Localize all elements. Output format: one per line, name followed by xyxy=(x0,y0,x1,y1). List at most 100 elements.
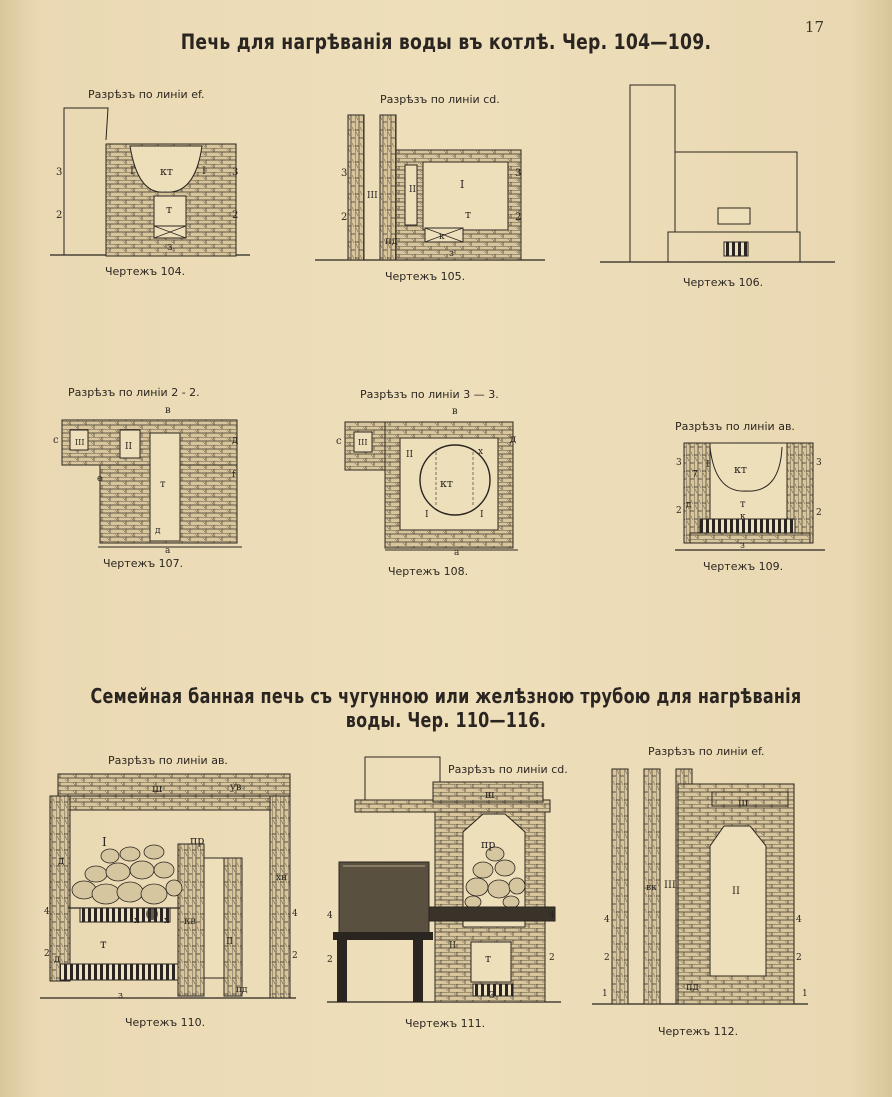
fig109-label: 3 xyxy=(816,458,822,468)
fig104-kt-label: кт xyxy=(160,165,173,178)
fig109-label: 7 xyxy=(692,470,698,480)
fig104-label: 3 xyxy=(56,167,62,178)
fig106-drawing xyxy=(600,84,835,263)
fig107-label: в xyxy=(165,405,171,416)
fig110-label: д xyxy=(58,856,64,867)
fig112-label: 2 xyxy=(604,953,610,963)
fig105-label: 2 xyxy=(341,212,347,223)
fig107-label: f xyxy=(232,470,236,480)
fig111-label: 2 xyxy=(549,953,555,963)
fig111-label: II xyxy=(449,941,457,951)
fig104-label: 3 xyxy=(232,167,238,178)
fig104-section-label: Разрѣзъ по линіи ef. xyxy=(88,88,205,101)
fig109-label: т xyxy=(740,499,746,510)
fig107-label: д xyxy=(155,526,161,536)
fig105-label: 2 xyxy=(515,212,521,223)
fig108-caption: Чертежъ 108. xyxy=(388,565,469,578)
fig110-label: 2 xyxy=(292,951,298,961)
fig110-caption: Чертежъ 110. xyxy=(125,1016,206,1029)
fig105-label: III xyxy=(367,191,378,201)
fig111-label: 2 xyxy=(327,955,333,965)
fig104-caption: Чертежъ 104. xyxy=(105,265,186,278)
fig110-label: 4 xyxy=(44,907,50,917)
fig105-label: з xyxy=(449,249,454,259)
fig107-label: д xyxy=(232,435,238,446)
fig111-label: т xyxy=(485,952,491,965)
fig107-label: II xyxy=(125,442,133,452)
fig111-label: пр xyxy=(481,838,495,851)
fig104-label: I xyxy=(202,166,206,177)
fig105-label: I xyxy=(460,178,464,191)
fig104-label: I xyxy=(130,166,134,177)
fig106-caption: Чертежъ 106. xyxy=(683,276,764,289)
fig109-label: I xyxy=(706,460,710,470)
fig112-label: ш xyxy=(738,796,748,809)
fig111-section-label: Разрѣзъ по линіи cd. xyxy=(448,763,568,776)
section-title: Семейная банная печь съ чугунною или жел… xyxy=(90,684,802,732)
fig105-label: пд xyxy=(385,236,398,247)
fig104-label: т xyxy=(166,203,172,216)
fig110-label: х xyxy=(164,916,169,926)
fig110-drawing: ш ув I пр кв II т д д х х хн пд з 4 2 4 … xyxy=(40,773,298,1001)
fig105-drawing: I т к з III II пд 3 2 3 2 xyxy=(315,114,545,261)
fig108-label: в xyxy=(452,406,458,417)
fig112-label: 2 xyxy=(796,953,802,963)
fig112-label: 1 xyxy=(602,989,608,999)
fig105-section-label: Разрѣзъ по линіи cd. xyxy=(380,93,500,106)
fig104-drawing: кт I I т з 3 2 3 2 xyxy=(50,107,250,257)
fig110-label: х xyxy=(134,916,139,926)
fig112-label: 1 xyxy=(802,989,808,999)
fig110-label: д xyxy=(54,954,60,965)
fig110-label: I xyxy=(102,835,107,849)
fig110-label: пд xyxy=(236,985,248,995)
fig108-label: I xyxy=(480,510,484,520)
fig107-label: e xyxy=(97,474,102,484)
fig108-label: х xyxy=(478,447,483,457)
fig105-label: 3 xyxy=(515,168,521,179)
fig105-label: к xyxy=(439,232,445,242)
fig110-label: кв xyxy=(184,916,196,927)
fig109-label: з xyxy=(740,541,745,551)
page-title: Печь для нагрѣванія воды въ котлѣ. Чер. … xyxy=(180,30,712,54)
fig110-label: т xyxy=(100,937,107,951)
fig109-label: к xyxy=(740,512,746,522)
fig107-label: a xyxy=(165,546,171,556)
fig111-label: 3 xyxy=(489,991,495,1001)
page-number: 17 xyxy=(804,18,824,36)
fig112-label: 4 xyxy=(796,915,802,925)
fig112-label: пд xyxy=(686,982,699,993)
fig109-label: 2 xyxy=(676,506,682,516)
fig108-kt-label: кт xyxy=(440,477,453,490)
fig112-section-label: Разрѣзъ по линіи ef. xyxy=(648,745,765,758)
fig109-label: д xyxy=(686,500,692,510)
fig111-label: 4 xyxy=(327,911,333,921)
fig111-caption: Чертежъ 111. xyxy=(405,1017,486,1030)
fig112-caption: Чертежъ 112. xyxy=(658,1025,739,1038)
fig108-label: II xyxy=(406,450,414,460)
fig110-label: ш xyxy=(152,782,162,795)
fig108-label: III xyxy=(358,438,367,447)
fig111-label: 4 xyxy=(549,911,555,921)
fig107-label: III xyxy=(75,438,84,447)
fig105-label: II xyxy=(409,185,417,195)
fig107-section-label: Разрѣзъ по линіи 2 - 2. xyxy=(68,386,200,399)
fig112-label: 4 xyxy=(604,915,610,925)
fig105-caption: Чертежъ 105. xyxy=(385,270,466,283)
fig110-section-label: Разрѣзъ по линіи ав. xyxy=(108,754,228,767)
fig112-label: II xyxy=(732,886,740,897)
fig112-label: III xyxy=(664,880,676,891)
fig112-drawing: ш II III вк пд 4 2 4 2 1 1 xyxy=(592,768,808,1005)
fig111-drawing: ш пр т 3 II 4 2 4 2 xyxy=(327,756,561,1003)
fig104-label: 2 xyxy=(232,210,238,221)
fig105-label: т xyxy=(465,208,471,221)
fig109-label: 3 xyxy=(676,458,682,468)
fig112-label: вк xyxy=(646,883,657,893)
fig110-label: пр xyxy=(190,834,204,847)
fig109-caption: Чертежъ 109. xyxy=(703,560,784,573)
fig105-label: 3 xyxy=(341,168,347,179)
fig107-label: c xyxy=(53,435,59,446)
fig108-label: д xyxy=(510,434,516,445)
fig108-section-label: Разрѣзъ по линіи 3 — 3. xyxy=(360,388,499,401)
fig110-label: ув xyxy=(230,782,242,793)
